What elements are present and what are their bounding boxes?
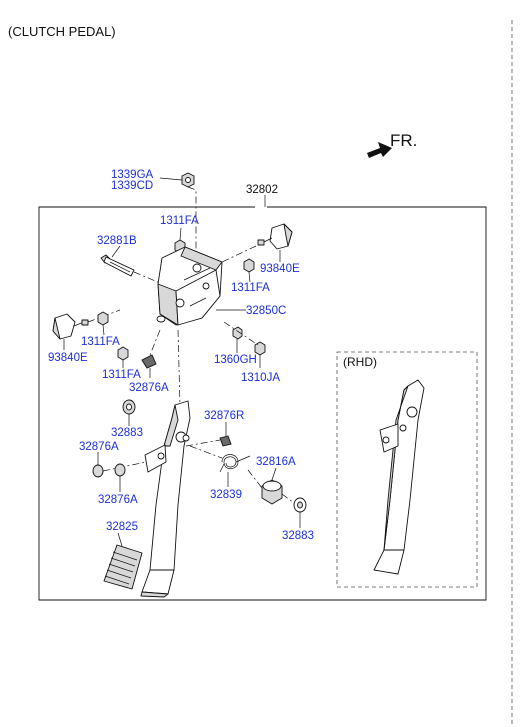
nut-1339ga: [181, 172, 195, 188]
bush-32816a: [261, 479, 283, 505]
front-direction-indicator: FR.: [367, 131, 417, 158]
stopper-32876a-lower: [114, 463, 126, 477]
label-32876a-lower: 32876A: [98, 494, 138, 506]
diagram-title: (CLUTCH PEDAL): [8, 24, 116, 39]
rhd-pedal-arm: [373, 379, 425, 575]
rhd-inset-frame: [336, 351, 478, 588]
nut-1310ja: [254, 341, 266, 356]
label-32881b: 32881B: [97, 235, 137, 247]
main-assembly-frame: [38, 206, 487, 601]
nut-1311fa-left: [97, 311, 109, 326]
label-1339ga: 1339GA: [111, 169, 154, 181]
bolt-1360gh: [232, 326, 243, 340]
label-32850c: 32850C: [246, 305, 286, 317]
label-1311fa-right: 1311FA: [231, 282, 270, 294]
label-1310ja: 1310JA: [241, 372, 280, 384]
spring-32839: [219, 454, 251, 473]
label-32816a: 32816A: [256, 456, 296, 468]
pedal-pad-32825: [103, 544, 143, 590]
bolt-32881b: [100, 254, 135, 277]
label-32839: 32839: [210, 489, 242, 501]
switch-93840e-left: [52, 313, 89, 340]
label-32825: 32825: [106, 521, 138, 533]
washer-32883-lower: [293, 497, 307, 513]
switch-93840e-right: [257, 223, 293, 250]
label-32876a-upper: 32876A: [129, 382, 169, 394]
stopper-32876r: [219, 435, 232, 447]
label-32876a-middle: 32876A: [79, 441, 119, 453]
label-32802: 32802: [246, 184, 278, 196]
front-direction-label: FR.: [390, 131, 417, 150]
rhd-inset-label: (RHD): [343, 355, 377, 369]
label-32876r: 32876R: [204, 410, 244, 422]
label-1311fa-left: 1311FA: [81, 336, 120, 348]
stopper-32876a-upper: [141, 354, 157, 369]
label-93840e-right: 93840E: [260, 263, 300, 275]
nut-1311fa-right: [243, 258, 255, 273]
label-32883-upper: 32883: [111, 427, 143, 439]
label-32883-lower: 32883: [282, 530, 314, 542]
label-1311fa-lower: 1311FA: [102, 369, 141, 381]
bracket-32850c: [156, 246, 223, 326]
clutch-pedal-arm: [140, 400, 191, 598]
label-1360gh: 1360GH: [214, 354, 257, 366]
label-93840e-left: 93840E: [48, 352, 88, 364]
nut-1311fa-lower: [117, 346, 129, 361]
front-arrow-icon: [367, 142, 392, 158]
bushing-32883-upper: [122, 399, 136, 415]
label-1339cd: 1339CD: [111, 180, 153, 192]
label-1311fa-top: 1311FA: [160, 215, 199, 227]
stopper-32876a-middle: [92, 464, 104, 478]
